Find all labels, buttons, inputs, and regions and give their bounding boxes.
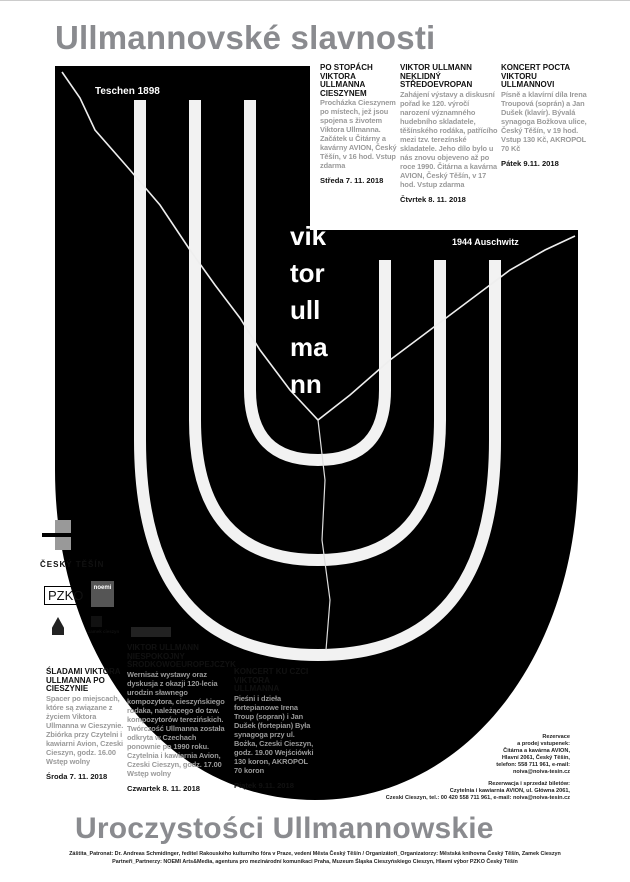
reservation-line: telefon: 558 711 961, e-mail: (496, 762, 570, 768)
reservation-line: Rezerwacja i sprzedaż biletów: (488, 781, 570, 787)
reservation-line: a prodej vstupenek: (517, 741, 570, 747)
name-block: vik tor ull ma nn (290, 218, 328, 403)
name-line: nn (290, 369, 322, 399)
reservation-line: Czeski Cieszyn, tel.: 00 420 558 711 961… (385, 795, 570, 801)
footer: Záštita_Patronat: Dr. Andreas Schmidinge… (0, 851, 630, 866)
event-text: Pieśni i dzieła fortepianowe Irena Troup… (234, 693, 314, 775)
event-pl-2: VIKTOR ULLMANN NIESPOKOJNY ŚRODKOWOEUROP… (127, 643, 236, 793)
white-stripe-middle (189, 100, 446, 567)
logo-noemi: noemi (91, 581, 114, 607)
event-title: VIKTOR ULLMANN NEKLIDNÝ STŘEDOEVROPAN (400, 63, 473, 90)
footer-patronat: Záštita_Patronat: Dr. Andreas Schmidinge… (69, 851, 561, 857)
event-title: KONCERT POCTA VIKTORU ULLMANNOVI (501, 63, 570, 90)
event-cz-1: PO STOPÁCH VIKTORA ULLMANNA CIESZYNEM Pr… (320, 63, 397, 186)
black-u-shape (55, 66, 578, 800)
event-text: Spacer po miejscach, które są związane z… (46, 693, 124, 766)
teschen-label: Teschen 1898 (95, 86, 160, 97)
event-date: Čtvrtek 8. 11. 2018 (400, 194, 466, 204)
event-cz-2: VIKTOR ULLMANN NEKLIDNÝ STŘEDOEVROPAN Za… (400, 63, 498, 204)
reservation-pl: Rezerwacja i sprzedaż biletów: Czytelnia… (270, 781, 570, 802)
auschwitz-label: 1944 Auschwitz (452, 237, 519, 247)
logo-zamek-icon (91, 616, 102, 627)
event-title: KONCERT KU CZCI VIKTORA ULLMANNA (234, 667, 309, 694)
event-text: Písně a klavírní díla Irena Troupová (so… (501, 89, 587, 153)
reservation-line: Čitárna a kavárna AVION, (503, 748, 570, 754)
logo-pzko: PZKO (44, 586, 88, 605)
reservation-line: noiva@noiva-tesin.cz (512, 769, 570, 775)
logo-cesky-tesin: ČESKÝ TĚŠÍN (40, 560, 105, 569)
crack-line-lower (317, 419, 331, 651)
event-date: Piątek 9.11. 2018 (234, 780, 294, 790)
event-date: Středa 7. 11. 2018 (320, 176, 384, 186)
event-date: Środa 7. 11. 2018 (46, 771, 108, 781)
reservation-line: Czytelnia i kawiarnia AVION, ul. Główna … (449, 788, 570, 794)
title-bottom: Uroczystości Ullmannowskie (75, 812, 494, 845)
name-line: tor (290, 258, 325, 288)
event-title: VIKTOR ULLMANN NIESPOKOJNY ŚRODKOWOEUROP… (127, 643, 236, 670)
title-top: Ullmannovské slavnosti (55, 19, 436, 56)
event-pl-1: ŚLADAMI VIKTORA ULLMANNA PO CIESZYNIE Sp… (46, 667, 124, 781)
event-cz-3: KONCERT POCTA VIKTORU ULLMANNOVI Písně a… (501, 63, 589, 168)
event-pl-3: KONCERT KU CZCI VIKTORA ULLMANNA Pieśni … (234, 667, 314, 790)
reservation-cz: Rezervace a prodej vstupenek: Čitárna a … (420, 734, 570, 776)
reservation-line: Rezervace (542, 734, 570, 740)
event-text: Procházka Cieszynem po místech, jež jsou… (320, 98, 397, 171)
event-text: Wernisaż wystawy oraz dyskusja z okazji … (127, 669, 225, 778)
event-title: PO STOPÁCH VIKTORA ULLMANNA CIESZYNEM (320, 63, 373, 98)
footer-partners: Partneři_Partnerzy: NOEMI Arts&Media, ag… (112, 858, 518, 865)
name-line: ull (290, 295, 321, 325)
event-date: Pátek 9.11. 2018 (501, 158, 559, 168)
name-line: vik (290, 221, 327, 251)
crop-line-top (0, 0, 630, 1)
logo-rakouske-forum-bar (42, 533, 82, 537)
name-line: ma (290, 332, 328, 362)
crack-line (61, 71, 576, 422)
event-date: Czwartek 8. 11. 2018 (127, 783, 201, 793)
logo-divider (83, 612, 123, 613)
event-text: Zahájení výstavy a diskusní pořad ke 120… (400, 89, 498, 189)
white-stripe-inner (244, 100, 391, 467)
event-title: ŚLADAMI VIKTORA ULLMANNA PO CIESZYNIE (46, 667, 121, 694)
reservation-line: Hlavní 2061, Český Těšín, (501, 755, 570, 761)
logo-zamek: zamek cieszyn (88, 629, 120, 634)
white-stripe-outer (134, 100, 501, 662)
logo-partner (131, 627, 171, 637)
